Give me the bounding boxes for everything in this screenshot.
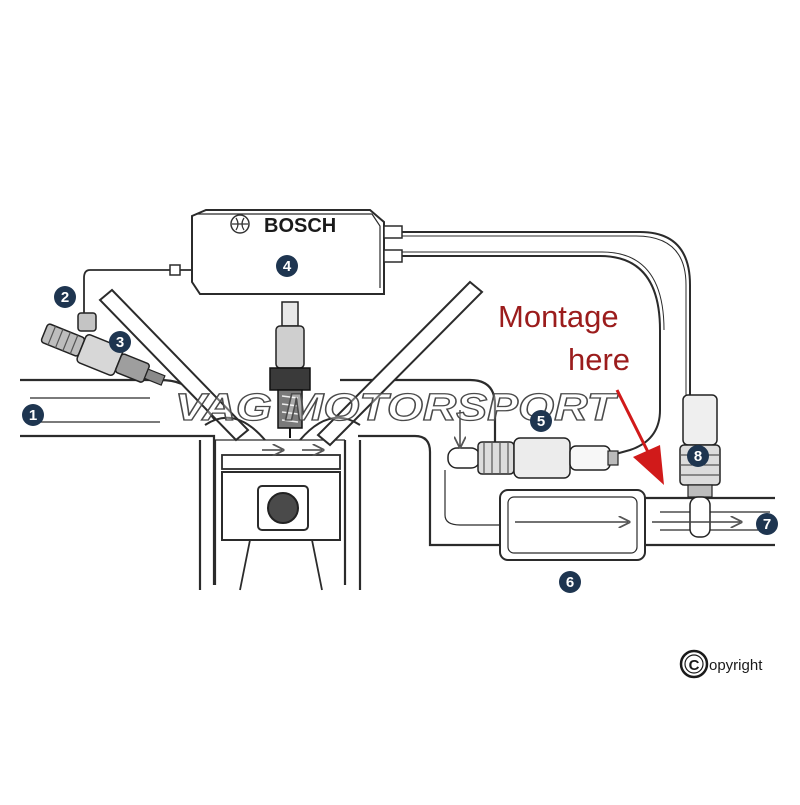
callout-badge-8: 8 [687,445,709,467]
sensor-cables [402,231,691,456]
ecu-box: BOSCH [191,209,403,295]
copyright-text: opyright [709,657,763,674]
svg-text:3: 3 [116,334,124,351]
montage-arrow [615,389,664,485]
callout-badge-1: 1 [22,404,44,426]
callout-badge-4: 4 [276,255,298,277]
fuel-injector [40,312,166,386]
exhaust-valve [299,280,484,447]
intake-valve [98,288,266,442]
svg-text:5: 5 [537,413,545,430]
callout-badge-2: 2 [54,286,76,308]
svg-text:2: 2 [61,289,69,306]
copyright-mark: C opyright [679,649,763,679]
svg-text:8: 8 [694,448,702,465]
callout-badge-6: 6 [559,571,581,593]
piston [221,454,341,591]
svg-text:4: 4 [283,258,292,275]
callout-badge-3: 3 [109,331,131,353]
catalytic-converter [499,489,646,561]
cylinder-block [198,439,362,590]
callout-badge-5: 5 [530,410,552,432]
ecu-brand: BOSCH [264,215,336,237]
svg-text:6: 6 [566,574,574,591]
watermark: VAG MOTORSPORT [175,387,618,429]
spark-plug [269,301,311,438]
copyright-symbol: C [689,657,700,674]
injector-wire [83,269,196,313]
bosch-logo-icon [230,214,250,234]
svg-text:1: 1 [29,407,37,424]
svg-text:7: 7 [763,516,771,533]
annotation-line1: Montage [498,299,619,334]
upstream-lambda-sensor [447,410,619,479]
exhaust-pipe [340,378,775,547]
wire-connector [169,264,181,276]
annotation-line2: here [568,342,630,377]
callout-badge-7: 7 [756,513,778,535]
